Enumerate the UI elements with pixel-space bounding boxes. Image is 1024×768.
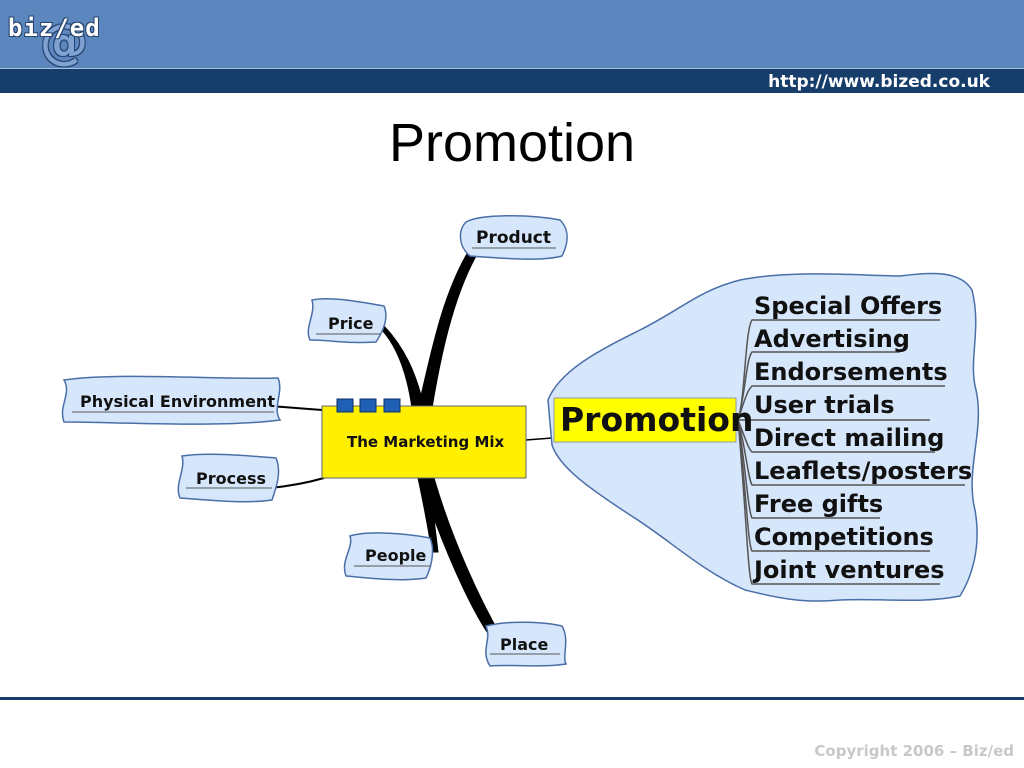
process-label: Process — [196, 469, 266, 488]
physical-environment-label: Physical Environment — [80, 392, 275, 411]
item-endorsements: Endorsements — [754, 358, 948, 386]
bized-logo[interactable]: @ biz/ed — [8, 14, 101, 70]
promotion-highlight[interactable] — [553, 397, 737, 443]
connector-physical — [269, 405, 323, 411]
url-bar: http://www.bized.co.uk — [0, 68, 1024, 93]
marketing-mix-label: The Marketing Mix — [347, 433, 505, 451]
place-label: Place — [500, 635, 548, 654]
process-cloud[interactable] — [177, 453, 280, 503]
people-label: People — [365, 546, 427, 565]
item-free-gifts: Free gifts — [754, 490, 883, 518]
blue-square-2 — [359, 398, 377, 413]
product-label: Product — [476, 228, 551, 248]
header-bar: @ biz/ed — [0, 0, 1024, 70]
connector-product — [417, 251, 477, 409]
promotion-cloud — [547, 272, 980, 602]
promotion-focus-label: Promotion — [560, 400, 753, 439]
footer-divider — [0, 697, 1024, 700]
blue-square-1 — [336, 398, 354, 413]
price-cloud[interactable] — [307, 297, 387, 344]
blue-square-3 — [383, 398, 401, 413]
item-direct-mailing: Direct mailing — [754, 424, 944, 452]
at-sign-icon: @ — [40, 14, 89, 70]
item-advertising: Advertising — [754, 325, 910, 353]
promotion-items: Special Offers Advertising Endorsements … — [752, 292, 972, 584]
people-cloud[interactable] — [343, 532, 434, 581]
item-user-trials: User trials — [754, 391, 894, 419]
place-cloud[interactable] — [484, 621, 568, 667]
connector-price — [381, 325, 425, 409]
slide-title: Promotion — [388, 113, 636, 173]
copyright-text: Copyright 2006 – Biz/ed — [814, 742, 1014, 760]
website-url-link[interactable]: http://www.bized.co.uk — [768, 72, 990, 92]
item-joint-ventures: Joint ventures — [752, 556, 945, 584]
branch-underlines — [72, 247, 560, 655]
item-special-offers: Special Offers — [754, 292, 942, 320]
marketing-mix-box[interactable] — [321, 405, 527, 479]
price-label: Price — [328, 314, 374, 333]
connector-promotion — [525, 437, 553, 441]
item-competitions: Competitions — [754, 523, 934, 551]
item-leaflets-posters: Leaflets/posters — [754, 457, 972, 485]
connector-lines — [269, 251, 553, 643]
item-bracket-lines — [737, 319, 965, 585]
